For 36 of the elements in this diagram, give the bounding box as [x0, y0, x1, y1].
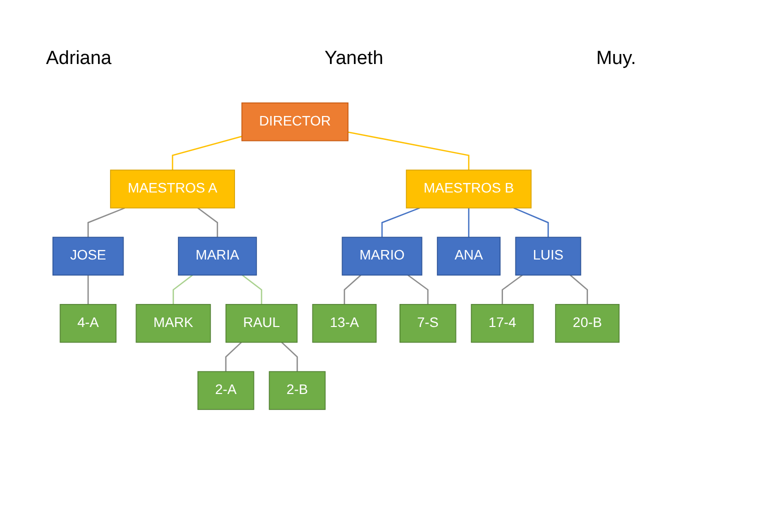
org-box: DIRECTOR [241, 102, 348, 142]
connector-line [225, 342, 242, 372]
connector-line [87, 207, 126, 238]
connector-line [172, 274, 193, 304]
header-text: Yaneth [324, 48, 384, 70]
org-box: 4-A [60, 304, 116, 343]
org-box: 20-B [555, 304, 620, 343]
connector-line [348, 131, 470, 170]
org-box: 13-A [312, 304, 377, 343]
connector-line [344, 274, 362, 304]
connector-line [381, 207, 420, 238]
connector-line [242, 274, 262, 304]
org-box: MAESTROS A [110, 170, 235, 208]
header-text: Adriana [46, 48, 112, 70]
connector-line [502, 274, 523, 304]
org-box: 7-S [400, 304, 456, 343]
org-box: LUIS [515, 236, 582, 276]
org-box: MARIA [178, 236, 257, 276]
org-box: JOSE [52, 236, 124, 276]
connector-line [281, 342, 298, 372]
connector-line [172, 136, 242, 170]
connector-line [468, 208, 470, 238]
org-box: MAESTROS B [406, 170, 532, 208]
org-box: 2-B [268, 371, 326, 410]
connector-line [197, 207, 218, 238]
connector-line [570, 274, 588, 304]
org-box: MARK [136, 304, 211, 343]
connector-line [408, 274, 429, 304]
org-box: RAUL [226, 304, 298, 343]
org-box: MARIO [342, 236, 422, 276]
connector-line [87, 275, 89, 304]
org-box: 2-A [197, 371, 254, 410]
org-box: ANA [436, 236, 501, 276]
connector-line [513, 207, 549, 238]
header-text: Muy. [596, 48, 636, 70]
org-box: 17-4 [470, 304, 534, 343]
